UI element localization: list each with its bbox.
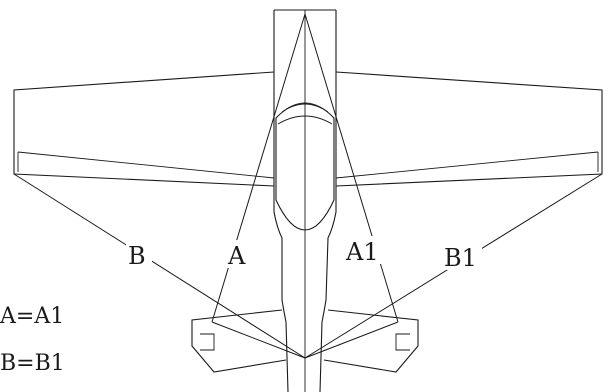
measure-line-b <box>13 173 306 359</box>
equation-b: B=B1 <box>0 351 65 376</box>
measure-line-a1 <box>304 13 399 323</box>
canopy <box>275 102 335 231</box>
canopy-frame-arc-2 <box>277 115 333 125</box>
equation-a: A=A1 <box>0 304 64 329</box>
fuselage-right-edge <box>319 10 337 392</box>
right-wing-outline <box>335 71 603 187</box>
measure-line-a1-tail <box>304 321 399 359</box>
label-a: A <box>227 242 246 270</box>
left-wing-outline <box>13 71 275 187</box>
right-stabilizer <box>323 309 419 373</box>
left-aileron-hinge <box>17 151 275 179</box>
label-b1: B1 <box>444 244 477 272</box>
left-wing <box>13 71 275 187</box>
measure-line-a-tail <box>211 321 306 359</box>
canopy-outline <box>275 102 335 231</box>
horizontal-tail <box>191 309 419 373</box>
label-b: B <box>128 242 146 270</box>
canopy-frame-arc <box>281 103 329 113</box>
right-elevator <box>395 333 410 351</box>
measurement-lines <box>13 13 603 359</box>
left-elevator <box>200 333 215 351</box>
fuselage-left-edge <box>273 10 289 392</box>
measure-line-a <box>211 13 306 323</box>
fuselage <box>273 9 337 392</box>
label-a1: A1 <box>345 238 379 266</box>
right-aileron-hinge <box>335 151 599 179</box>
left-stabilizer <box>191 309 287 373</box>
right-wing <box>335 71 603 187</box>
